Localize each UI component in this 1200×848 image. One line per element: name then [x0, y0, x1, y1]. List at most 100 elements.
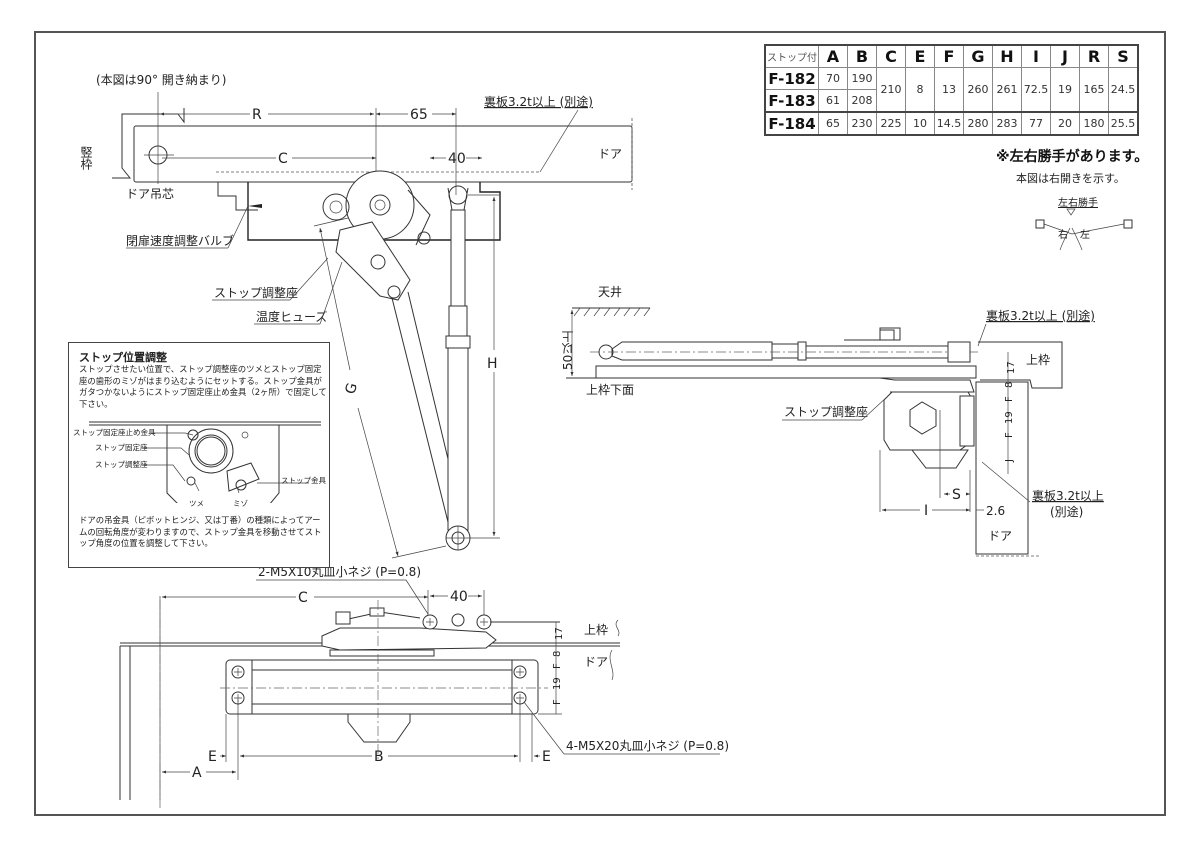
link-rod: [450, 209, 466, 307]
side-dim-J: J: [1004, 459, 1015, 463]
door-label-side: ドア: [988, 529, 1012, 543]
rod-end-top: [448, 185, 468, 205]
front-dim-19: 19: [552, 677, 563, 690]
upper-frame-label-side: 上枠: [1026, 353, 1050, 367]
back-plate-label-side-bottom-2: (別途): [1050, 504, 1083, 519]
stop-adjust-footer: ドアの吊金具（ピボットヒンジ、又は丁番）の種類によってアームの回転角度が変わりま…: [79, 515, 322, 549]
label-stop-fitting: ストップ金具: [281, 476, 326, 485]
col-C: C: [876, 44, 906, 68]
vertical-frame-label: 竪枠: [79, 146, 93, 170]
col-E: E: [905, 44, 935, 68]
col-R: R: [1079, 44, 1109, 68]
side-dim-19: 19: [1004, 411, 1015, 424]
cell: 165: [1079, 67, 1109, 113]
cell: 24.5: [1108, 67, 1139, 113]
cell: 14.5: [934, 111, 964, 136]
front-vertical-dims: 17 8 F 19 F: [552, 627, 565, 705]
cell: 260: [963, 67, 993, 113]
right-open-note: 本図は右開きを示す。: [1016, 172, 1125, 185]
front-dim-F1: F: [552, 663, 563, 669]
hand-diagram: 右 左: [1035, 208, 1133, 251]
cell: 210: [876, 67, 906, 113]
stop-detail-illustration: [89, 421, 321, 503]
hand-right: 右: [1058, 228, 1068, 241]
side-dim-2-6: 2.6: [986, 504, 1005, 518]
upper-frame-outline: [978, 341, 1063, 389]
label-fix-seat: ストップ固定座: [95, 443, 148, 452]
front-dim-B: B: [374, 749, 384, 765]
col-J: J: [1050, 44, 1080, 68]
valve-label: 閉扉速度調整バルブ: [126, 233, 234, 248]
upper-frame-label-front: 上枠: [584, 623, 608, 637]
dim-65: 65: [410, 107, 428, 123]
door-pivot-label: ドア吊芯: [126, 187, 174, 201]
front-dim-17: 17: [554, 627, 565, 640]
cell: 8: [905, 67, 935, 113]
dim-R: R: [252, 107, 262, 123]
back-plate-label-side-top: 裏板3.2t以上 (別途): [986, 308, 1095, 323]
col-I: I: [1021, 44, 1051, 68]
side-dim-17: 17: [1006, 361, 1017, 374]
label-tsume: ツメ: [189, 499, 204, 508]
body-valve: [347, 713, 411, 743]
side-dim-I: I: [924, 503, 928, 519]
cell: 20: [1050, 111, 1080, 136]
model-F-184: F-184: [764, 111, 819, 136]
side-vertical-dims: 17 8 F 19 F J: [1004, 361, 1017, 463]
front-dim-C: C: [298, 590, 308, 606]
spec-corner: ストップ付: [764, 44, 819, 68]
min50-label: 50以上: [561, 331, 575, 370]
col-F: F: [934, 44, 964, 68]
side-dim-F2: F: [1004, 432, 1015, 438]
front-arm-assembly: [321, 627, 497, 651]
hand-note: ※左右勝手があります。: [996, 149, 1149, 165]
label-mizo: ミゾ: [233, 499, 248, 508]
front-dim-40: 40: [450, 589, 468, 605]
cell: 19: [1050, 67, 1080, 113]
dim-H: H: [487, 356, 498, 372]
cell: 10: [905, 111, 935, 136]
front-dim-8: 8: [552, 651, 563, 657]
cell: 65: [818, 111, 848, 136]
col-S: S: [1108, 44, 1139, 68]
top-view: (本図は90° 開き納まり) 竪枠 ドア ドア吊芯 R 65 C 40 裏板: [79, 73, 633, 559]
label-adj-seat: ストップ調整座: [95, 460, 148, 469]
front-dim-E-left: E: [208, 749, 217, 765]
cell: 190: [847, 67, 877, 90]
front-closer-body: [225, 659, 539, 715]
drawing-border: [34, 31, 1166, 816]
stop-adjust-body: ストップさせたい位置で、ストップ調整座のツメとストップ固定座の歯形のミゾがはまり…: [79, 364, 327, 409]
cell: 283: [992, 111, 1022, 136]
cell: 13: [934, 67, 964, 113]
col-A: A: [818, 44, 848, 68]
cell: 261: [992, 67, 1022, 113]
dim-G: G: [343, 381, 361, 396]
cell: 72.5: [1021, 67, 1051, 113]
side-arm: [611, 341, 773, 361]
table-row: F-184 65 230 225 10 14.5 280 283 77 20 1…: [764, 111, 1139, 136]
dim-40-top: 40: [448, 151, 466, 167]
back-plate-label-top: 裏板3.2t以上 (別途): [484, 94, 593, 109]
cell: 77: [1021, 111, 1051, 136]
side-dim-F1: F: [1004, 396, 1015, 402]
spec-table: ストップ付 A B C E F G H I J R S F-182 70 190…: [764, 44, 1139, 136]
fuse-label: 温度ヒューズ: [256, 309, 327, 324]
top-caption: (本図は90° 開き納まり): [96, 73, 226, 87]
label-fix-screw: ストップ固定座止め金具: [73, 428, 156, 437]
door-label-front: ドア: [584, 655, 608, 669]
col-B: B: [847, 44, 877, 68]
col-H: H: [992, 44, 1022, 68]
screw-top-label: 2-M5X10丸皿小ネジ (P=0.8): [258, 565, 421, 579]
stop-adjust-title: ストップ位置調整: [79, 351, 167, 364]
front-dim-A: A: [192, 765, 202, 781]
front-dim-F2: F: [552, 699, 563, 705]
model-F-182: F-182: [764, 67, 819, 90]
hand-left: 左: [1080, 228, 1090, 241]
model-F-183: F-183: [764, 89, 819, 113]
table-row: F-182 70 190 210 8 13 260 261 72.5 19 16…: [764, 67, 1139, 113]
cell: 280: [963, 111, 993, 136]
side-door: [975, 381, 1029, 555]
front-view: 2-M5X10丸皿小ネジ (P=0.8) C 40 上枠 ドア: [119, 565, 729, 810]
back-plate-label-side-bottom-1: 裏板3.2t以上: [1032, 488, 1104, 503]
